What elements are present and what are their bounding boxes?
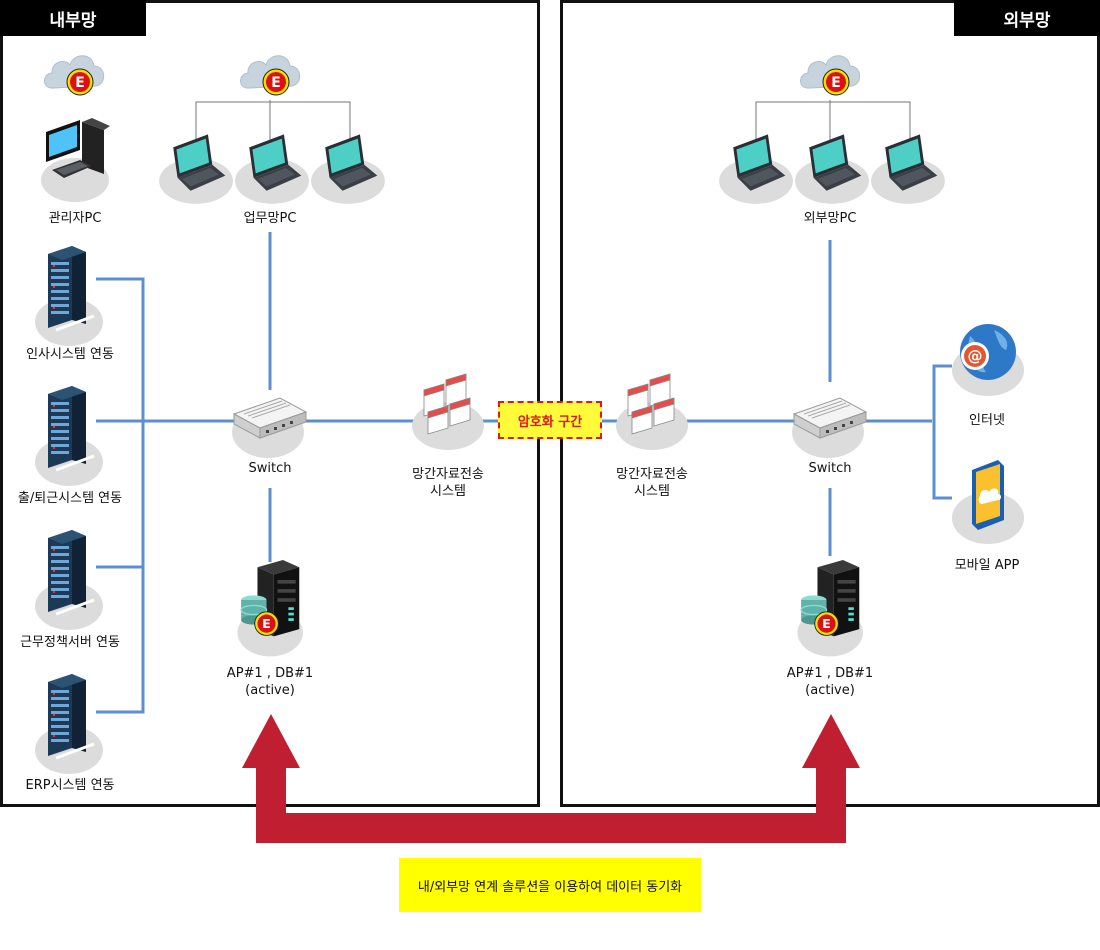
external-server-label: AP#1 , DB#1 (active): [786, 666, 874, 698]
internal-switch-label: Switch: [248, 461, 292, 476]
external-transfer-label: 망간자료전송 시스템: [616, 467, 688, 499]
attendance-system-label: 출/퇴근시스템 연동: [17, 491, 123, 506]
link-internet-mobile-bus: [932, 364, 952, 500]
switch-icon: [791, 397, 867, 459]
tree-lines: [195, 100, 911, 148]
external-switch-label: Switch: [808, 461, 852, 476]
mobile-app-label: 모바일 APP: [954, 558, 1020, 573]
internal-network-title: 내부망: [0, 0, 146, 36]
laptop-icon: [159, 134, 233, 204]
sync-note: 내/외부망 연계 솔루션을 이용하여 데이터 동기화: [399, 858, 701, 912]
cloud-icon: [240, 55, 301, 96]
internet-label: 인터넷: [969, 413, 1005, 428]
transfer-system-icon: [615, 373, 689, 451]
globe-icon: [952, 324, 1024, 396]
rack-server-icon: [34, 672, 104, 776]
sync-arrow: [242, 714, 860, 843]
laptop-icon: [719, 134, 793, 204]
admin-pc-label: 관리자PC: [48, 211, 102, 226]
erp-system-label: ERP시스템 연동: [25, 778, 115, 793]
db-server-icon: [236, 560, 304, 658]
cloud-icon: [44, 55, 105, 96]
rack-server-icon: [34, 528, 104, 632]
connection-lines: [96, 232, 952, 714]
mobile-icon: [952, 460, 1024, 544]
laptop-icon: [795, 134, 869, 204]
encryption-zone-badge: 암호화 구간: [498, 401, 602, 439]
rack-server-icon: [34, 244, 104, 348]
laptop-icon: [235, 134, 309, 204]
hr-system-label: 인사시스템 연동: [26, 347, 114, 362]
external-pc-label: 외부망PC: [803, 211, 857, 226]
transfer-system-icon: [411, 373, 485, 451]
internal-server-label: AP#1 , DB#1 (active): [226, 666, 314, 698]
db-server-icon: [796, 560, 864, 658]
work-pc-label: 업무망PC: [243, 211, 297, 226]
cloud-icon: [800, 55, 861, 96]
switch-icon: [231, 397, 307, 459]
admin-pc-icon: [41, 118, 110, 202]
work-policy-label: 근무정책서버 연동: [20, 635, 120, 650]
link-systems-bus: [96, 277, 145, 714]
external-network-title: 외부망: [954, 0, 1100, 36]
laptop-icon: [871, 134, 945, 204]
rack-server-icon: [34, 384, 104, 488]
internal-transfer-label: 망간자료전송 시스템: [412, 467, 484, 499]
laptop-icon: [311, 134, 385, 204]
